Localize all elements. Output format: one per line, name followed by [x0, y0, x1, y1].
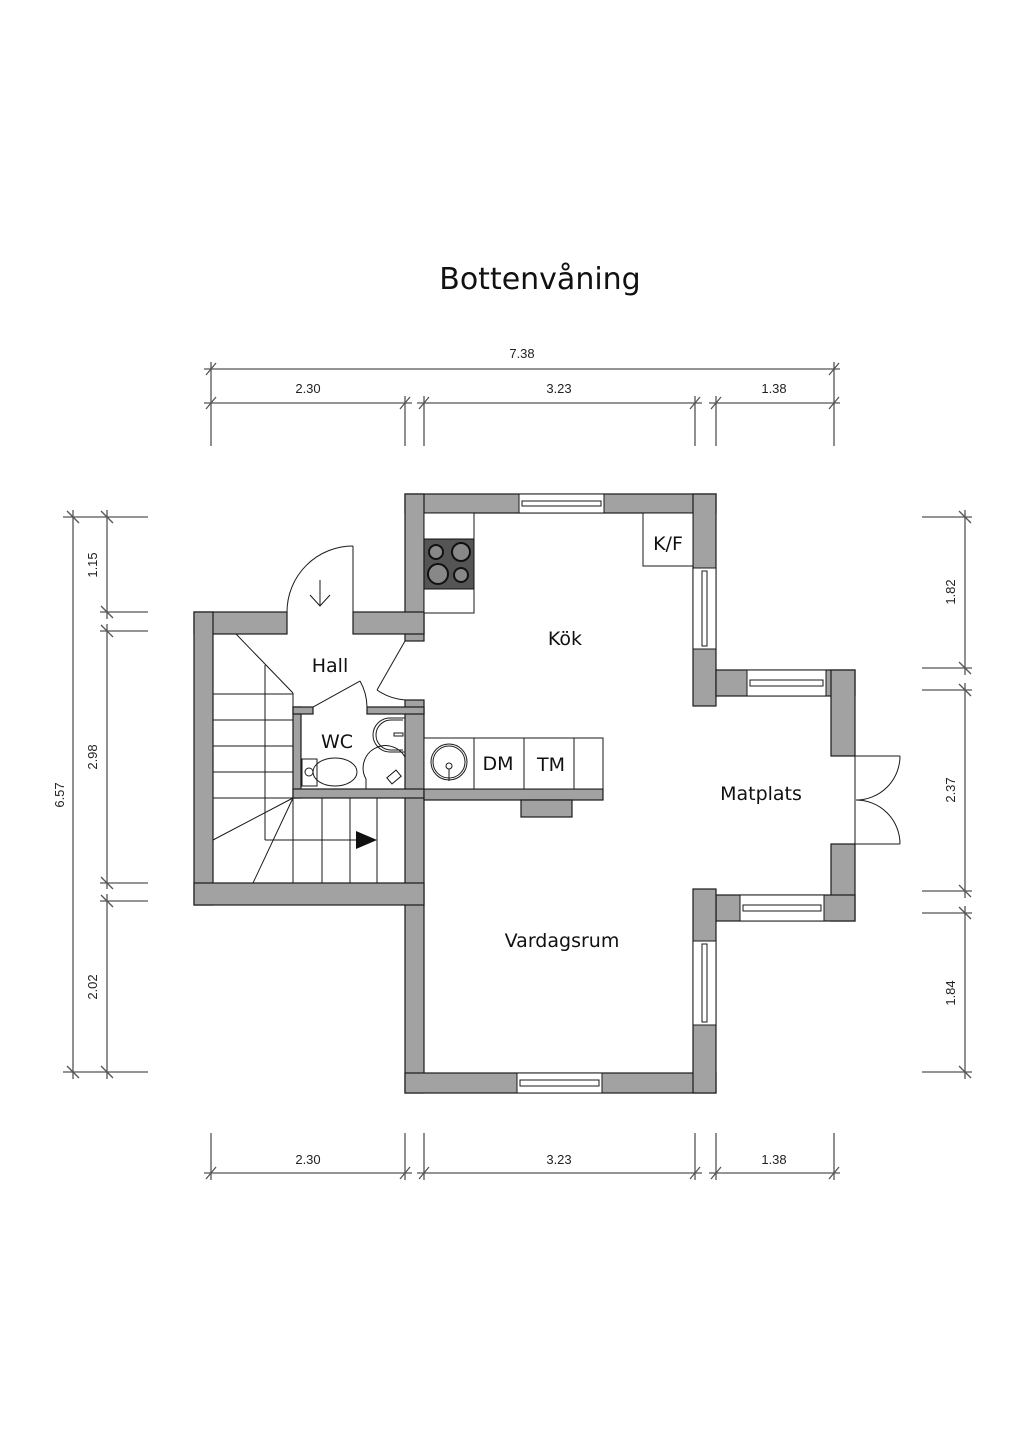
dim-left-1: 1.15 — [85, 552, 100, 577]
dim-top-total: 7.38 — [509, 346, 534, 361]
dimensions-bottom: 2.30 3.23 1.38 — [204, 1133, 840, 1180]
window-kitchen-top — [518, 493, 605, 514]
dim-top-2: 3.23 — [546, 381, 571, 396]
dimensions-top: 7.38 2.30 3.23 1.38 — [204, 346, 840, 446]
dim-bottom-1: 2.30 — [295, 1152, 320, 1167]
stove-icon — [423, 538, 475, 590]
dishwasher-label: DM — [482, 753, 513, 775]
fridge-freezer-label: K/F — [653, 533, 683, 555]
dim-bottom-2: 3.23 — [546, 1152, 571, 1167]
toilet-icon — [301, 757, 358, 787]
dim-right-2: 2.37 — [943, 777, 958, 802]
dim-right-3: 1.84 — [943, 980, 958, 1005]
dim-top-3: 1.38 — [761, 381, 786, 396]
dim-right-1: 1.82 — [943, 579, 958, 604]
windows — [516, 493, 827, 1094]
dim-bottom-3: 1.38 — [761, 1152, 786, 1167]
window-dining-bottom — [739, 894, 825, 922]
window-dining-top — [746, 669, 827, 697]
window-living-right — [692, 940, 717, 1026]
shower-icon — [362, 745, 406, 789]
dimensions-left: 6.57 1.15 2.98 2.02 — [52, 510, 148, 1079]
dim-top-1: 2.30 — [295, 381, 320, 396]
stair-direction-arrow-icon — [356, 831, 377, 849]
dim-left-3: 2.02 — [85, 974, 100, 999]
kitchen-hall-door[interactable] — [376, 640, 406, 701]
dimensions-right: 1.82 2.37 1.84 — [922, 510, 972, 1079]
room-label-dining: Matplats — [720, 783, 802, 805]
entrance-door[interactable] — [286, 545, 354, 613]
dim-left-total: 6.57 — [52, 782, 67, 807]
plan-title: Bottenvåning — [439, 262, 640, 297]
room-label-living: Vardagsrum — [505, 930, 620, 952]
walls — [193, 493, 856, 1094]
room-label-hall: Hall — [312, 655, 349, 677]
wc-door[interactable] — [312, 680, 368, 708]
entrance-arrow-icon — [309, 580, 331, 607]
room-label-kitchen: Kök — [548, 628, 582, 650]
window-living-bottom — [516, 1072, 603, 1094]
dryer-label: TM — [536, 754, 565, 776]
fridge-freezer — [642, 512, 694, 567]
window-kitchen-right — [692, 567, 717, 650]
washbasin-icon — [372, 717, 405, 753]
room-label-wc: WC — [321, 731, 353, 753]
sink-icon — [430, 743, 468, 781]
dining-double-door[interactable] — [854, 755, 901, 845]
dim-left-2: 2.98 — [85, 744, 100, 769]
